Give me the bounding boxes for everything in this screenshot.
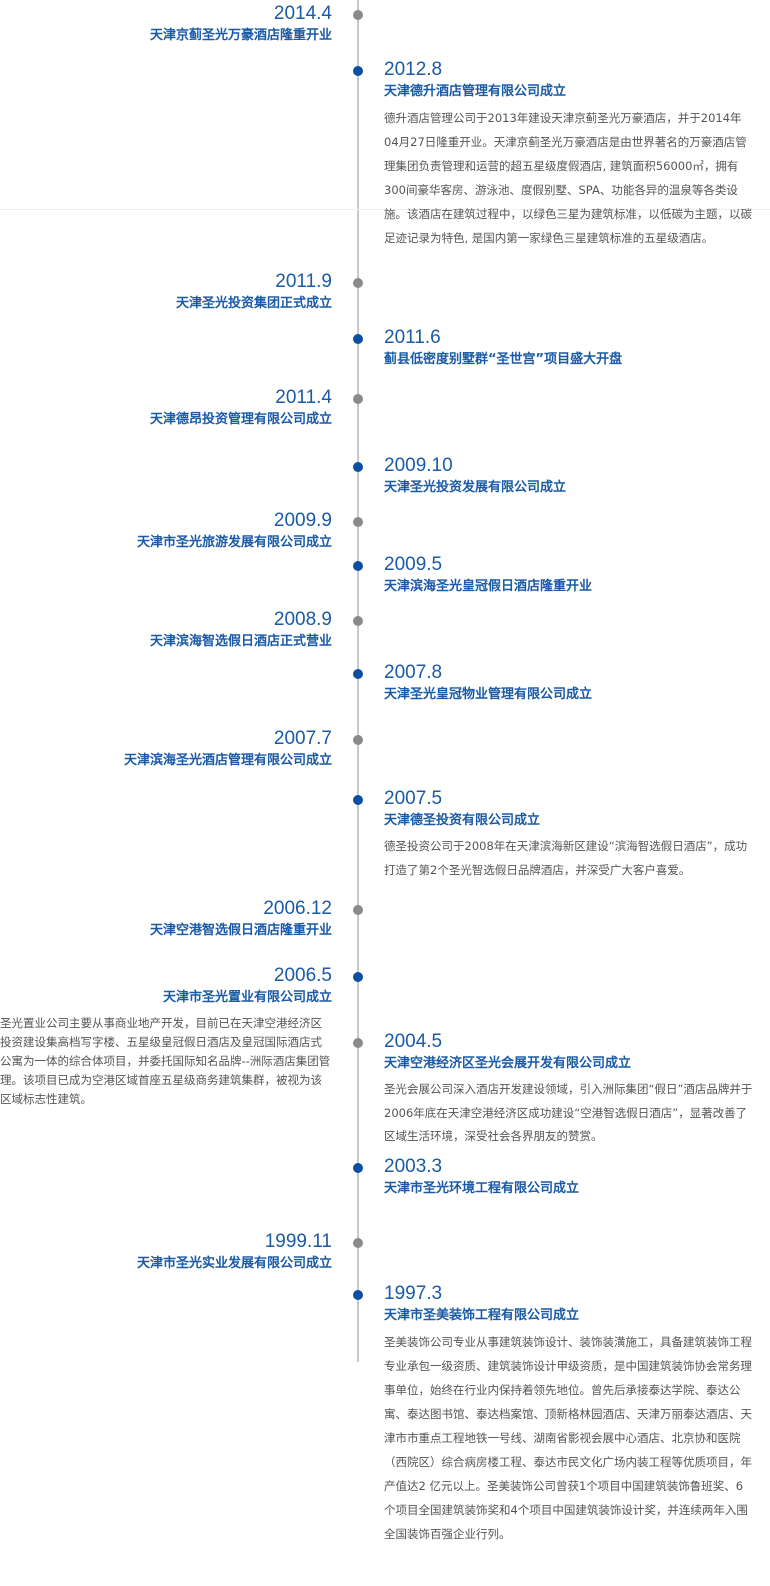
timeline-item: 2004.5 天津空港经济区圣光会展开发有限公司成立圣光会展公司深入酒店开发建设领… (384, 1031, 754, 1149)
timeline-item: 1999.11 天津市圣光实业发展有限公司成立 (137, 1231, 332, 1274)
timeline-item: 2009.9 天津市圣光旅游发展有限公司成立 (137, 510, 332, 553)
timeline-date: 2004.5 (384, 1031, 443, 1052)
timeline-date: 2014.4 (273, 3, 332, 24)
timeline-item: 2011.6 蓟县低密度别墅群“圣世宫”项目盛大开盘 (384, 327, 622, 370)
timeline-title: 天津市圣美装饰工程有限公司成立 (384, 1308, 580, 1323)
timeline-title: 天津德昂投资管理有限公司成立 (149, 412, 332, 427)
timeline-item: 2009.10 天津圣光投资发展有限公司成立 (384, 455, 566, 498)
timeline-dot (353, 905, 363, 915)
timeline-item: 2006.12 天津空港智选假日酒店隆重开业 (150, 898, 332, 941)
timeline-title: 天津德圣投资有限公司成立 (384, 813, 541, 828)
timeline-dot (353, 462, 363, 472)
timeline-title: 天津圣光投资发展有限公司成立 (384, 480, 567, 495)
timeline-dot (353, 1163, 363, 1173)
timeline-title: 天津滨海圣光酒店管理有限公司成立 (123, 753, 332, 768)
timeline-title: 天津市圣光实业发展有限公司成立 (136, 1256, 332, 1271)
timeline-item: 2007.8 天津圣光皇冠物业管理有限公司成立 (384, 662, 592, 705)
timeline-title: 蓟县低密度别墅群“圣世宫”项目盛大开盘 (384, 352, 623, 367)
timeline-title: 天津京蓟圣光万豪酒店隆重开业 (149, 28, 332, 43)
timeline-dot (353, 517, 363, 527)
timeline-title: 天津市圣光置业有限公司成立 (162, 990, 332, 1005)
timeline-dot (353, 735, 363, 745)
timeline-date: 2009.9 (273, 510, 332, 531)
timeline-date: 2006.5 (273, 965, 332, 986)
timeline-item: 2014.4 天津京蓟圣光万豪酒店隆重开业 (150, 3, 332, 46)
timeline-date: 1997.3 (384, 1283, 443, 1304)
timeline-date: 2007.7 (273, 728, 332, 749)
timeline-description: 德升酒店管理公司于2013年建设天津京蓟圣光万豪酒店，并于2014年04月27日… (384, 111, 752, 245)
timeline-date: 2009.10 (384, 455, 453, 476)
timeline-dot (353, 1038, 363, 1048)
timeline-dot (353, 66, 363, 76)
timeline-item: 2011.9 天津圣光投资集团正式成立 (176, 271, 332, 314)
timeline-dot (353, 616, 363, 626)
timeline-date: 2011.4 (275, 387, 332, 408)
timeline-item: 2006.5 天津市圣光置业有限公司成立圣光置业公司主要从事商业地产开发，目前已在… (0, 965, 332, 1109)
timeline-date: 2007.8 (384, 662, 443, 683)
timeline-date: 2011.9 (275, 271, 332, 292)
timeline-item: 1997.3 天津市圣美装饰工程有限公司成立圣美装饰公司专业从事建筑装饰设计、装饰… (384, 1283, 754, 1546)
timeline-dot (353, 394, 363, 404)
timeline-date: 2012.8 (384, 59, 443, 80)
timeline-dot (353, 972, 363, 982)
timeline-dot (353, 1290, 363, 1300)
timeline-dot (353, 1238, 363, 1248)
timeline-description: 圣光会展公司深入酒店开发建设领域，引入洲际集团“假日”酒店品牌并于2006年底在… (384, 1082, 753, 1143)
timeline-date: 2006.12 (263, 898, 332, 919)
timeline-dot (353, 334, 363, 344)
timeline-axis (357, 0, 359, 1362)
timeline-title: 天津市圣光旅游发展有限公司成立 (136, 535, 332, 550)
timeline-item: 2008.9 天津滨海智选假日酒店正式营业 (150, 609, 332, 652)
timeline-item: 2012.8 天津德升酒店管理有限公司成立德升酒店管理公司于2013年建设天津京蓟… (384, 59, 754, 250)
timeline-item: 2007.5 天津德圣投资有限公司成立德圣投资公司于2008年在天津滨海新区建设“… (384, 788, 754, 882)
timeline-date: 1999.11 (264, 1231, 332, 1252)
timeline-title: 天津圣光皇冠物业管理有限公司成立 (384, 687, 593, 702)
timeline-item: 2007.7 天津滨海圣光酒店管理有限公司成立 (124, 728, 332, 771)
timeline-title: 天津空港经济区圣光会展开发有限公司成立 (384, 1056, 632, 1071)
timeline-item: 2009.5 天津滨海圣光皇冠假日酒店隆重开业 (384, 554, 592, 597)
timeline-date: 2007.5 (384, 788, 443, 809)
timeline-title: 天津滨海智选假日酒店正式营业 (149, 634, 332, 649)
timeline-dot (353, 278, 363, 288)
timeline-title: 天津圣光投资集团正式成立 (175, 296, 332, 311)
timeline-date: 2011.6 (384, 327, 441, 348)
timeline-dot (353, 561, 363, 571)
timeline-item: 2003.3 天津市圣光环境工程有限公司成立 (384, 1156, 579, 1199)
timeline-date: 2009.5 (384, 554, 443, 575)
timeline-description: 圣美装饰公司专业从事建筑装饰设计、装饰装潢施工，具备建筑装饰工程专业承包一级资质… (384, 1335, 752, 1541)
timeline-description: 德圣投资公司于2008年在天津滨海新区建设“滨海智选假日酒店”，成功打造了第2个… (384, 839, 748, 877)
timeline-item: 2011.4 天津德昂投资管理有限公司成立 (150, 387, 332, 430)
timeline-dot (353, 10, 363, 20)
timeline-title: 天津空港智选假日酒店隆重开业 (149, 923, 332, 938)
timeline-date: 2008.9 (273, 609, 332, 630)
timeline-title: 天津滨海圣光皇冠假日酒店隆重开业 (384, 579, 593, 594)
timeline-title: 天津市圣光环境工程有限公司成立 (384, 1181, 580, 1196)
timeline-description: 圣光置业公司主要从事商业地产开发，目前已在天津空港经济区投资建设集高档写字楼、五… (0, 1016, 331, 1106)
timeline-date: 2003.3 (384, 1156, 443, 1177)
timeline-dot (353, 795, 363, 805)
timeline-title: 天津德升酒店管理有限公司成立 (384, 84, 567, 99)
timeline-dot (353, 669, 363, 679)
divider (0, 209, 770, 210)
